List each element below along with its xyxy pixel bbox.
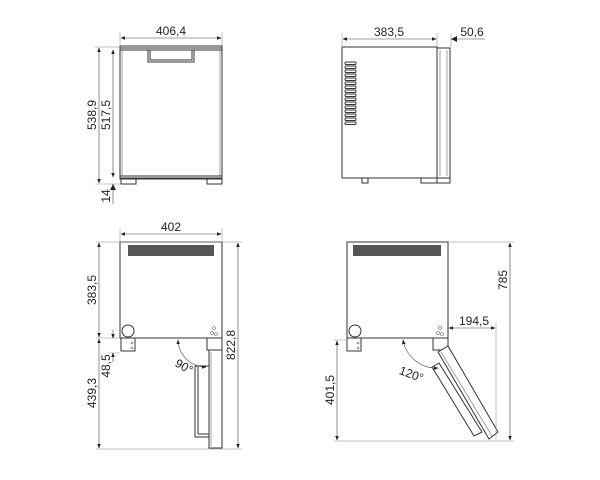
top-width-label: 402 (161, 220, 181, 234)
foot (120, 178, 137, 185)
rear-vent (128, 245, 214, 256)
side-view: 383,5 50,6 (341, 25, 485, 184)
total-depth-120-label: 785 (496, 270, 510, 290)
fridge-body-front (119, 47, 223, 179)
angle-120-label: 120° (397, 363, 425, 385)
door-swing-120-label: 401,5 (323, 375, 337, 405)
side-door-depth-label: 50,6 (460, 25, 484, 39)
door-swing-90-label: 439,3 (85, 378, 99, 408)
door-handle (147, 50, 195, 63)
door-handle (194, 365, 209, 438)
foot (206, 178, 223, 185)
front-body-height-label: 517,5 (99, 100, 113, 130)
top-view-door-120: 120° 785 401,5 194,5 (323, 241, 514, 442)
door-side (436, 47, 451, 179)
open-door-90 (208, 349, 223, 449)
side-clearance-label: 194,5 (459, 314, 489, 328)
side-depth-label: 383,5 (374, 25, 404, 39)
fridge-body-top (346, 241, 449, 339)
open-door-120 (437, 345, 499, 440)
front-width-label: 406,4 (156, 24, 186, 38)
top-view-door-90: 90° 402 383,5 439,3 48,5 822,8 (85, 220, 242, 450)
side-vents (344, 61, 357, 125)
fridge-body-side (341, 46, 438, 179)
hinge-offset-label: 48,5 (99, 354, 113, 378)
fridge-body-top (119, 241, 223, 339)
front-view: 406,4 538,9 517,5 14 (85, 24, 223, 204)
front-total-height-label: 538,9 (85, 100, 99, 130)
angle-90-label: 90° (173, 356, 196, 377)
top-depth-label: 383,5 (85, 275, 99, 305)
rear-vent (353, 245, 441, 256)
front-feet-height-label: 14 (99, 189, 113, 203)
total-depth-90-label: 822,8 (224, 330, 238, 360)
